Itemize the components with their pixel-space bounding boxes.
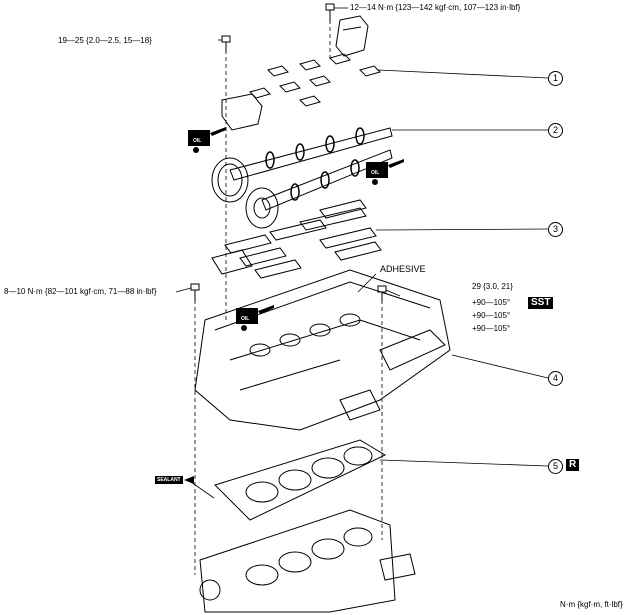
sst-badge: SST bbox=[528, 297, 554, 309]
head-bolt bbox=[377, 285, 387, 302]
r-badge: R bbox=[566, 459, 580, 471]
left-bolt bbox=[221, 35, 231, 52]
sealant-label: SEALANT bbox=[155, 476, 183, 484]
torque-top-bolt: 12—14 N·m {123—142 kgf·cm, 107—123 in·lb… bbox=[350, 3, 521, 12]
torque-head-bolt-3: +90—105° bbox=[472, 311, 511, 320]
rocker-arms bbox=[211, 199, 382, 279]
torque-head-bolt-2: +90—105° bbox=[472, 298, 511, 307]
callout-3: 3 bbox=[548, 222, 563, 237]
oil-label-2: OIL bbox=[371, 170, 380, 176]
torque-head-bolt-4: +90—105° bbox=[472, 324, 511, 333]
cylinder-head bbox=[194, 269, 451, 431]
camshafts bbox=[211, 127, 393, 229]
leader-lines bbox=[175, 7, 549, 499]
callout-4: 4 bbox=[548, 371, 563, 386]
head-gasket bbox=[214, 439, 387, 521]
oil-label-1: OIL bbox=[193, 138, 202, 144]
callout-5: 5 bbox=[548, 459, 563, 474]
lower-left-bolt bbox=[190, 283, 200, 302]
cylinder-block bbox=[199, 509, 416, 613]
alignment-lines bbox=[194, 20, 383, 575]
torque-head-bolt-1: 29 {3.0, 21} bbox=[472, 282, 513, 291]
callout-2: 2 bbox=[548, 123, 563, 138]
torque-lower-left-bolt: 8—10 N·m {82—101 kgf·cm, 71—88 in·lbf} bbox=[4, 287, 157, 296]
oil-can-icons bbox=[184, 127, 404, 484]
adhesive-label: ADHESIVE bbox=[380, 264, 426, 274]
units-note: N·m {kgf·m, ft·lbf} bbox=[560, 600, 623, 609]
camshaft-caps bbox=[221, 15, 381, 131]
callout-1: 1 bbox=[548, 71, 563, 86]
oil-label-3: OIL bbox=[241, 316, 250, 322]
top-bolt bbox=[325, 3, 335, 22]
torque-left-bolt: 19—25 {2.0—2.5, 15—18} bbox=[58, 36, 152, 45]
